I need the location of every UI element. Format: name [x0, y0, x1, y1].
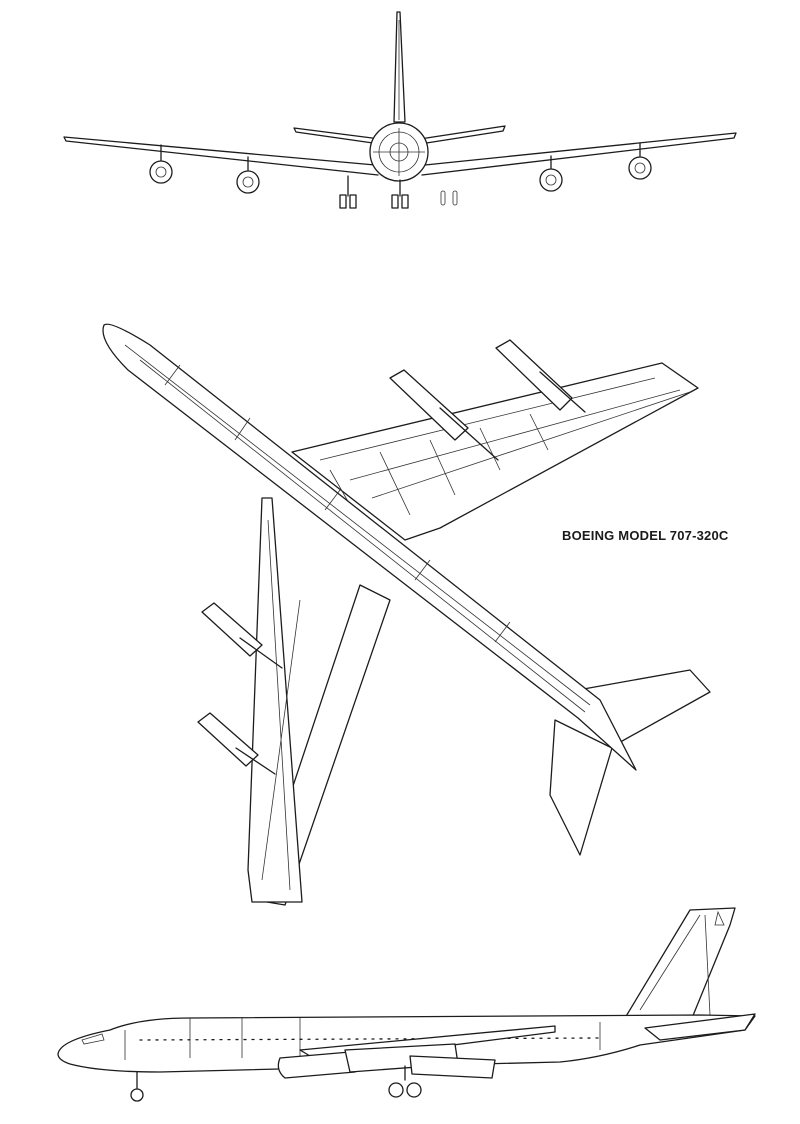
front-view — [63, 11, 737, 209]
side-fin — [624, 907, 736, 1019]
plan-view — [102, 323, 711, 906]
front-stabilizer-left — [293, 127, 381, 145]
front-fin — [393, 11, 406, 123]
drawing-title: BOEING MODEL 707-320C — [562, 528, 729, 543]
front-engine-inner-right — [539, 155, 563, 192]
plan-engine-outer-right — [495, 339, 586, 413]
side-engines — [277, 1043, 496, 1079]
plan-engine-outer-left — [201, 602, 283, 669]
front-engine-outer-right — [628, 142, 652, 180]
front-engine-inner-left — [236, 156, 260, 194]
plan-stabilizer-left — [549, 719, 613, 856]
plan-wing-right — [291, 362, 699, 541]
plan-engine-inner-right — [389, 369, 499, 461]
front-stabilizer-right — [419, 125, 506, 145]
front-landing-gear — [339, 175, 458, 209]
front-wing-right — [421, 132, 737, 176]
side-stabilizer — [644, 1013, 756, 1041]
front-engine-outer-left — [149, 144, 173, 184]
plan-engine-inner-left — [197, 712, 276, 775]
side-view — [57, 907, 756, 1102]
side-landing-gear — [130, 1065, 422, 1102]
front-wing-left — [63, 136, 379, 176]
